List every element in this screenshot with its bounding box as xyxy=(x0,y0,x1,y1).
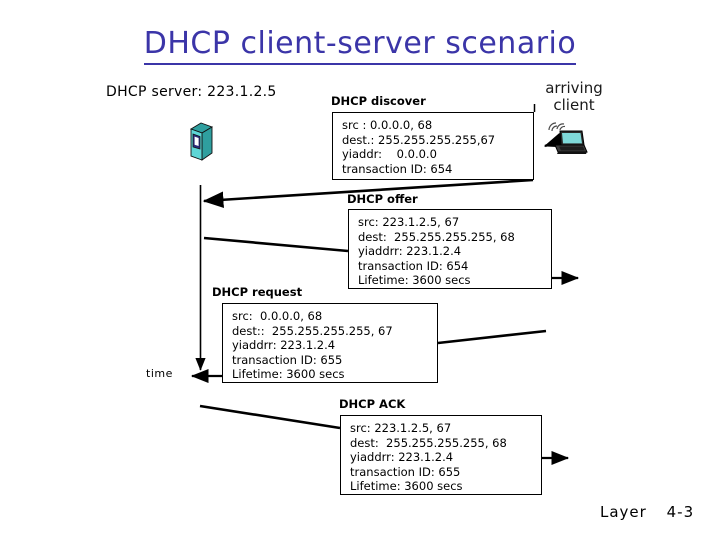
client-label-line2: client xyxy=(553,96,595,114)
message-box-offer: src: 223.1.2.5, 67 dest: 255.255.255.255… xyxy=(348,209,552,289)
message-line: transaction ID: 655 xyxy=(350,464,461,479)
message-box-request: src: 0.0.0.0, 68 dest:: 255.255.255.255,… xyxy=(222,303,438,383)
client-label-line1: arriving xyxy=(545,79,603,97)
message-line: src: 0.0.0.0, 68 xyxy=(232,309,323,323)
message-line: yiaddrr: 223.1.2.4 xyxy=(350,450,454,465)
page-title: DHCP client-server scenario xyxy=(0,26,720,65)
client-label: arriving client xyxy=(528,80,620,114)
message-line: Lifetime: 3600 secs xyxy=(350,479,463,494)
message-box-ack: src: 223.1.2.5, 67 dest: 255.255.255.255… xyxy=(340,415,542,495)
message-line: dest:: 255.255.255.255, 67 xyxy=(232,323,393,338)
server-label: DHCP server: 223.1.2.5 xyxy=(106,84,277,100)
message-line: Lifetime: 3600 secs xyxy=(232,367,345,382)
message-line: transaction ID: 654 xyxy=(342,161,453,176)
message-line: yiaddrr: 223.1.2.4 xyxy=(358,244,462,259)
message-line: yiaddrr: 223.1.2.4 xyxy=(232,338,336,353)
message-box-discover: src : 0.0.0.0, 68 dest.: 255.255.255.255… xyxy=(332,112,534,180)
footer-label: Layer xyxy=(600,503,647,521)
slide-footer: Layer 4-3 xyxy=(600,503,694,521)
message-line: dest: 255.255.255.255, 68 xyxy=(350,435,507,450)
time-axis-label: time xyxy=(146,367,173,380)
arrow-offer-in xyxy=(203,236,349,253)
arrow-request-in xyxy=(437,329,547,345)
wireless-laptop-icon xyxy=(540,118,588,158)
message-line: yiaddr: 0.0.0.0 xyxy=(342,147,437,162)
message-line: src : 0.0.0.0, 68 xyxy=(342,118,433,132)
message-line: src: 223.1.2.5, 67 xyxy=(350,421,452,435)
message-line: src: 223.1.2.5, 67 xyxy=(358,215,460,229)
message-title-discover: DHCP discover xyxy=(331,94,426,108)
page-title-text: DHCP client-server scenario xyxy=(143,26,577,65)
footer-slide-number: 4-3 xyxy=(666,503,695,521)
message-title-ack: DHCP ACK xyxy=(339,397,406,411)
message-title-offer: DHCP offer xyxy=(347,192,418,206)
message-title-request: DHCP request xyxy=(212,285,303,299)
message-line: transaction ID: 654 xyxy=(358,258,469,273)
arrow-discover xyxy=(202,178,534,209)
message-line: dest.: 255.255.255.255,67 xyxy=(342,132,496,147)
message-line: dest: 255.255.255.255, 68 xyxy=(358,229,515,244)
message-line: transaction ID: 655 xyxy=(232,352,343,367)
message-line: Lifetime: 3600 secs xyxy=(358,273,471,288)
arrow-ack-in xyxy=(199,404,341,430)
server-tower-icon xyxy=(188,122,214,164)
